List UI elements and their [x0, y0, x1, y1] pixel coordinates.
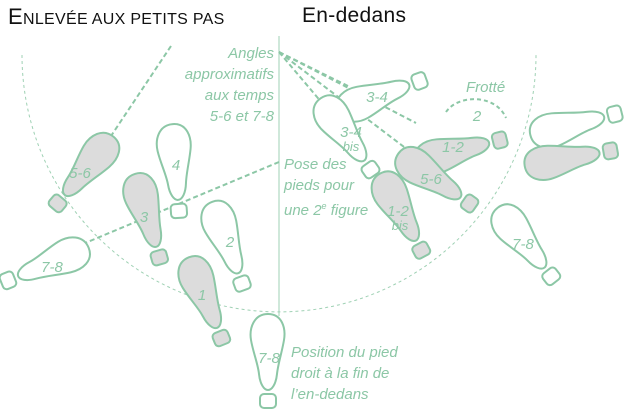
frotte-path — [445, 98, 507, 119]
title-right: En-dedans — [302, 4, 407, 27]
label-2: 2 — [225, 234, 235, 251]
label-7-8-right: 7-8 — [512, 236, 534, 253]
label-3-4-bis-sub: bis — [343, 139, 360, 154]
angle-line-56 — [102, 45, 172, 149]
label-4: 4 — [172, 157, 180, 174]
label-frotte-2: 2 — [472, 108, 482, 125]
note-pose: Pose des pieds pour une 2e figure — [284, 156, 369, 219]
label-5-6-right: 5-6 — [420, 171, 442, 188]
label-7-8-center: 7-8 — [258, 350, 280, 367]
label-1: 1 — [198, 287, 206, 304]
label-1-2-bis: 1-2 — [387, 203, 409, 220]
label-1-2: 1-2 — [442, 139, 464, 156]
title-left: Enlevée aux petits pas — [8, 4, 225, 29]
label-frotte: Frotté — [466, 79, 505, 96]
label-3: 3 — [140, 209, 149, 226]
label-3-4: 3-4 — [366, 89, 388, 106]
label-3-4-bis: 3-4 — [340, 124, 362, 141]
note-angles: Angles approximatifs aux temps 5-6 et 7-… — [184, 45, 274, 125]
label-7-8-left: 7-8 — [41, 259, 63, 276]
label-5-6-left: 5-6 — [69, 165, 91, 182]
label-1-2-bis-sub: bis — [392, 218, 409, 233]
note-position: Position du pied droit à la fin de l’en-… — [291, 344, 398, 403]
